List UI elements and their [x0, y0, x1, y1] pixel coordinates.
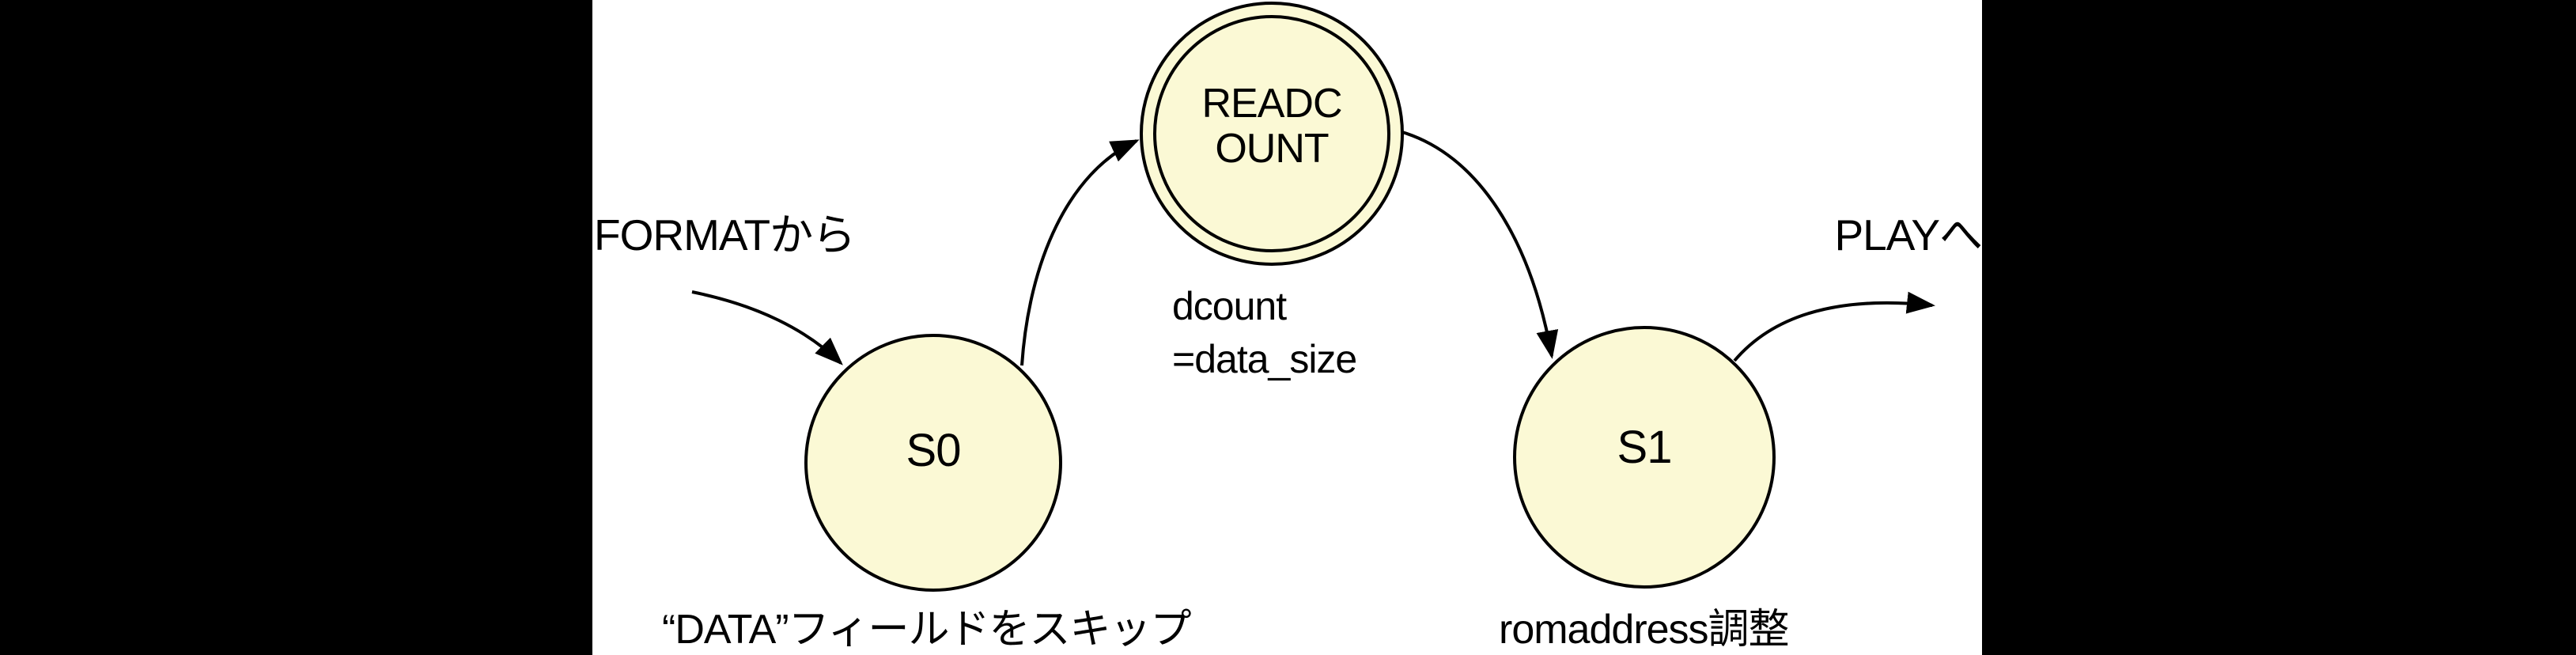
state-diagram — [691, 2, 1935, 592]
exit-label: PLAYへ — [1834, 210, 1982, 259]
state-s1-label: S1 — [1617, 422, 1673, 473]
state-s0-label: S0 — [906, 425, 962, 476]
state-s1-circle — [1513, 326, 1776, 589]
edge-s0-to-readcount — [1020, 139, 1140, 366]
transition-condition-label: dcount =data_size — [1172, 280, 1357, 386]
state-readcount-inner-circle — [1153, 15, 1390, 252]
state-s1-action-label: romaddress調整 — [1499, 607, 1790, 653]
state-readcount-label-line1: READC — [1201, 81, 1342, 127]
letterbox-right — [1982, 0, 2576, 655]
transition-condition-line1: dcount — [1172, 284, 1287, 328]
edge-format-to-s0 — [691, 290, 843, 365]
entry-label: FORMATから — [594, 210, 856, 259]
state-readcount-label-line2: OUNT — [1215, 126, 1329, 172]
state-s0-action-label: “DATA”フィールドをスキップ — [662, 607, 1192, 653]
edge-s1-to-play — [1733, 291, 1935, 362]
state-s0-circle — [804, 334, 1062, 592]
edge-readcount-to-s1 — [1401, 131, 1559, 359]
state-readcount-label: READC OUNT — [1153, 81, 1390, 172]
transition-condition-line2: =data_size — [1172, 337, 1357, 381]
letterbox-left — [0, 0, 592, 655]
diagram-canvas: FORMATから PLAYへ READC OUNT S0 S1 dcount =… — [592, 0, 1982, 655]
